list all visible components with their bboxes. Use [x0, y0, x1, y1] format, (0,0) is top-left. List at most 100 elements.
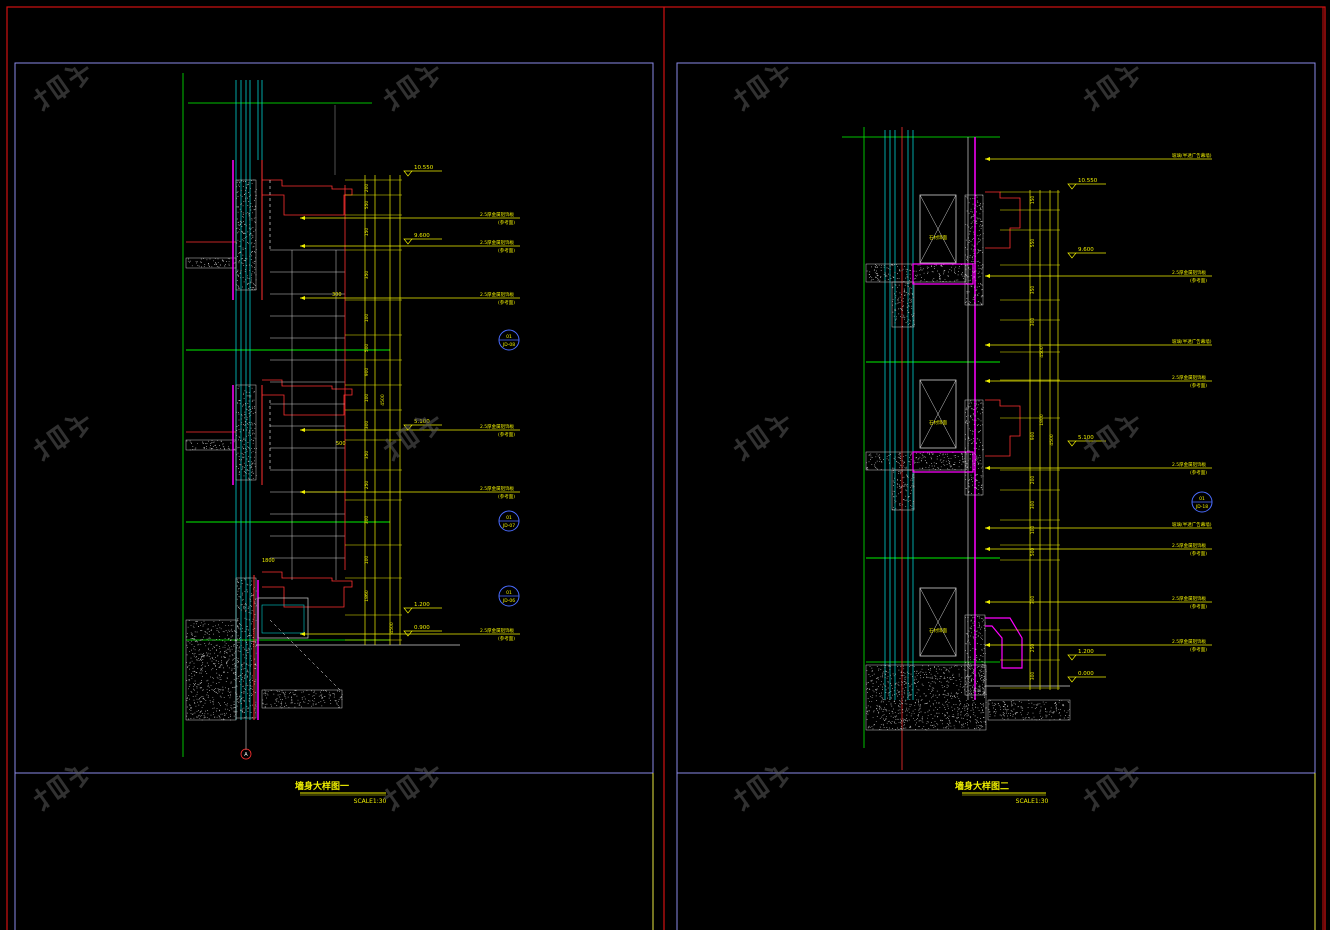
dimension-value: 200: [1030, 476, 1036, 485]
dimension-value: 150: [364, 228, 370, 237]
hatch-outline: [235, 179, 257, 291]
cornice-profile: [985, 399, 1021, 457]
note-text: 玻璃(半透广告幕墙): [1172, 521, 1212, 528]
watermark-logo: [33, 66, 89, 112]
dimension-value: 300: [1030, 318, 1036, 327]
dimension-value: 350: [364, 271, 370, 280]
watermark-logo: [1083, 66, 1139, 112]
dimension-value: 900: [364, 368, 370, 377]
watermark-logo: [383, 766, 439, 812]
note-subtext: (参考面): [498, 299, 515, 306]
elevation-triangle: [403, 238, 413, 245]
hatch-dots: [236, 386, 257, 481]
elevation-marker: 1.200: [1067, 649, 1106, 661]
drawing-frames: [14, 62, 1316, 930]
cornice-profile: [262, 571, 353, 608]
hatch-dots: [965, 615, 986, 696]
wall-body-hatch: [964, 399, 984, 496]
material-note: 2.5厚金属铝饰板(参考面): [300, 627, 520, 642]
note-subtext: (参考面): [1190, 277, 1207, 284]
note-text: 2.5厚金属铝饰板: [480, 211, 515, 218]
note-subtext: (参考面): [1190, 603, 1207, 610]
material-note: 2.5厚金属铝饰板(参考面): [985, 638, 1212, 653]
note-text: 2.5厚金属铝饰板: [480, 627, 515, 634]
dimension-value: 900: [1030, 432, 1036, 441]
elevation-value: 1.200: [414, 602, 430, 608]
dimension-value: 1800: [1039, 414, 1045, 426]
hatch-dots: [262, 689, 343, 709]
note-subtext: (参考面): [1190, 550, 1207, 557]
note-text: 2.5厚金属铝饰板: [480, 239, 515, 246]
hatch-dots: [866, 263, 967, 283]
watermark-stroke: [33, 766, 89, 812]
panel-outline: [919, 379, 957, 449]
callout-number: 01: [506, 590, 512, 596]
sheet-borders: [6, 6, 1326, 930]
elevation-marker: 1.200: [403, 602, 442, 614]
dimension-value: 4500: [389, 622, 395, 634]
wall-body-hatch: [964, 194, 984, 306]
note-text: 玻璃(半透广告幕墙): [1172, 152, 1212, 159]
hatch-outline: [987, 699, 1071, 721]
elevation-value: 9.600: [414, 233, 430, 239]
dimension-value: 300: [1030, 672, 1036, 681]
hatch-dots: [866, 664, 987, 731]
dimension-value: 100: [364, 556, 370, 565]
note-arrow: [985, 379, 990, 383]
panel-cross: [919, 379, 957, 449]
dimension-value: 300: [364, 516, 370, 525]
dimension-value: 300: [364, 421, 370, 430]
elevation-marker: 9.600: [1067, 247, 1106, 259]
material-note: 2.5厚金属铝饰板(参考面): [985, 542, 1212, 557]
grid-bubble: [240, 748, 252, 760]
watermark-stroke: [383, 766, 439, 812]
panel-cross: [919, 194, 957, 264]
elevation-marker: 10.550: [403, 165, 442, 177]
note-arrow: [300, 428, 305, 432]
watermark-logos: [33, 66, 1139, 812]
right-wall-section-detail: 石材饰面石材饰面石材饰面1505503503004500900200300100…: [842, 127, 1213, 770]
elevation-marker: 9.600: [403, 233, 442, 245]
callout-number: 01: [506, 515, 512, 521]
note-arrow: [985, 547, 990, 551]
panel-label: 石材饰面: [929, 234, 947, 241]
material-note: 2.5厚金属铝饰板(参考面): [300, 485, 520, 500]
stone-panel-box: 石材饰面: [919, 587, 957, 657]
callout-number: 01: [506, 334, 512, 340]
callout-reference: JD-18: [1195, 504, 1208, 510]
elevation-triangle: [1067, 654, 1077, 661]
hatch-dots: [965, 400, 984, 496]
watermark-logo: [1083, 416, 1139, 462]
dimension-value: 100: [364, 394, 370, 403]
note-arrow: [300, 490, 305, 494]
note-text: 2.5厚金属铝饰板: [1172, 595, 1207, 602]
note-subtext: (参考面): [1190, 646, 1207, 653]
ground-fill-hatch: [261, 689, 343, 709]
hatch-dots: [965, 194, 984, 306]
dimension-value: 550: [364, 201, 370, 210]
hatch-outline: [891, 281, 915, 328]
right-detail-scale: SCALE1:30: [1016, 798, 1049, 805]
right-detail-title: 墙身大样图二: [955, 780, 1009, 792]
elevation-triangle: [1067, 252, 1077, 259]
window-frame: [257, 597, 309, 639]
dimension-value: 250: [364, 481, 370, 490]
floor-slab-hatch: [865, 451, 967, 471]
cornice-profile: [262, 379, 353, 416]
material-note: 2.5厚金属铝饰板(参考面): [985, 374, 1212, 389]
elevation-marker: 5.100: [1067, 435, 1106, 447]
hatch-dots: [892, 283, 915, 327]
beam-hatch: [891, 281, 915, 328]
note-arrow: [985, 526, 990, 530]
note-subtext: (参考面): [498, 493, 515, 500]
watermark-stroke: [383, 66, 439, 112]
watermark-stroke: [383, 416, 439, 462]
watermark-stroke: [733, 66, 789, 112]
note-text: 2.5厚金属铝饰板: [1172, 461, 1207, 468]
material-note: 2.5厚金属铝饰板(参考面): [985, 461, 1212, 476]
floor-slab-hatch: [185, 439, 237, 451]
dimension-value: 1860: [364, 590, 370, 602]
